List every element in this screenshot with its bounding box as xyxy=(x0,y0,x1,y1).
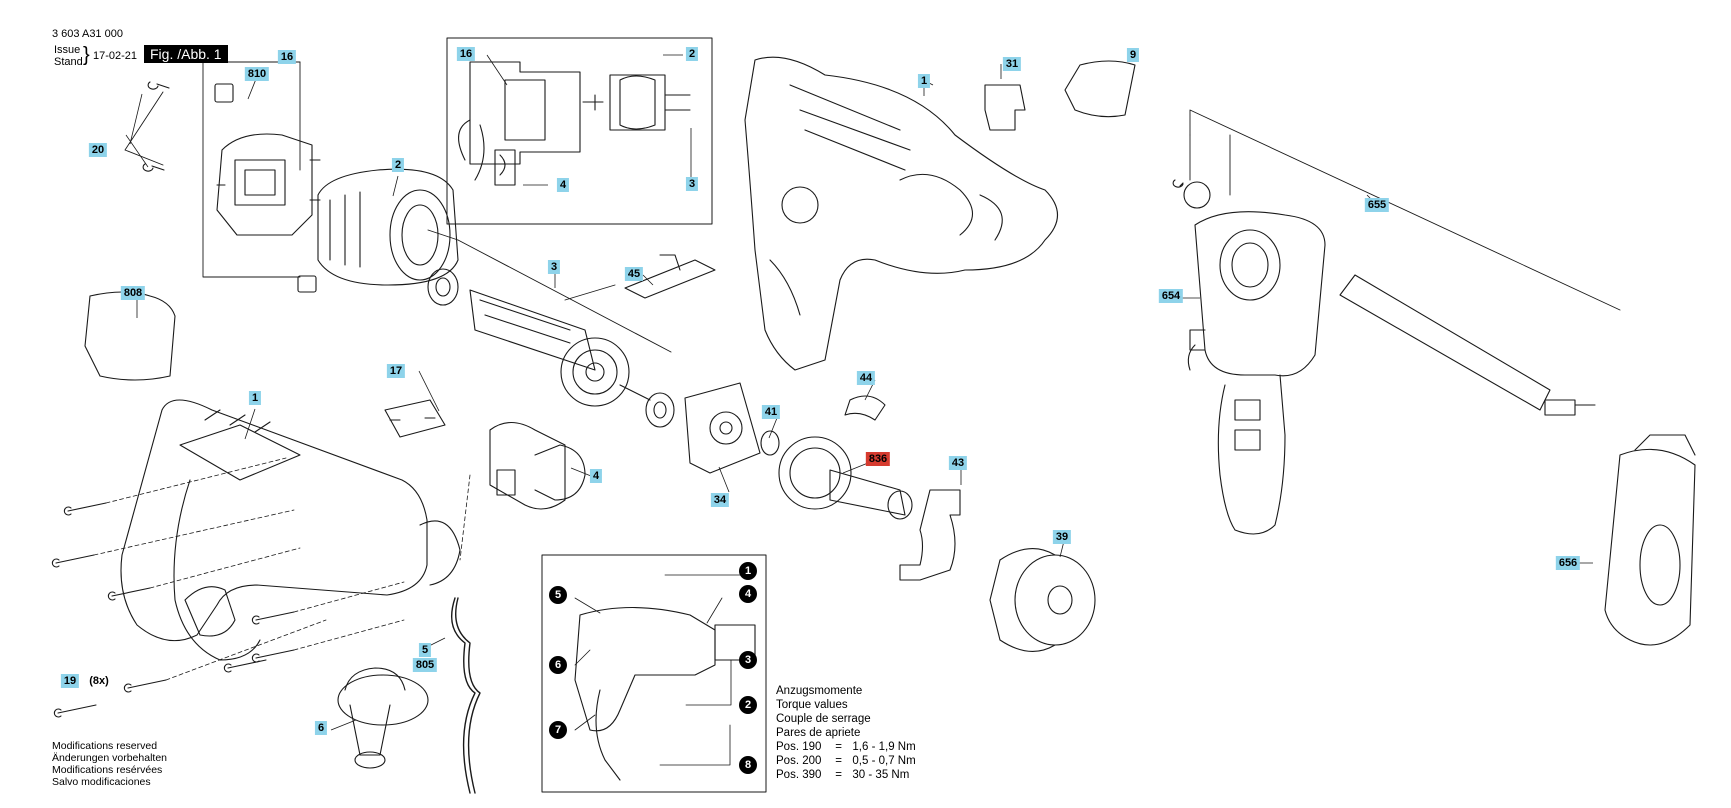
part-label-836-highlight: 836 xyxy=(865,452,891,466)
grommet-6-illustration xyxy=(337,667,429,769)
inset-label-4: 4 xyxy=(556,178,570,192)
drill-body-illustration xyxy=(120,399,461,661)
stand-label: Stand xyxy=(54,56,83,68)
modifications-notice: Modifications reserved Änderungen vorbeh… xyxy=(52,740,167,788)
part-label-6: 6 xyxy=(314,721,328,735)
screws-19-illustration xyxy=(51,502,295,718)
part-label-20: 20 xyxy=(88,143,108,157)
field-stator-illustration xyxy=(317,168,459,286)
torque-title-de: Anzugsmomente xyxy=(776,685,863,697)
figure-label: Fig. /Abb. 1 xyxy=(144,45,228,63)
brush-holder-illustration xyxy=(214,83,321,293)
torque-eq: = xyxy=(835,755,842,767)
torque-values-block: Anzugsmomente Torque values Couple de se… xyxy=(776,684,916,782)
torque-pos: Pos. 200 xyxy=(776,755,822,767)
wiring-inset-illustration xyxy=(458,61,691,186)
part-label-44: 44 xyxy=(856,371,876,385)
part-label-34: 34 xyxy=(710,493,730,507)
bearing-plate-illustration xyxy=(684,382,761,474)
filter-808-illustration xyxy=(84,291,176,381)
inset-label-3: 3 xyxy=(685,177,699,191)
part-label-805: 805 xyxy=(412,658,438,672)
torque-row: Pos. 390 = 30 - 35 Nm xyxy=(776,768,916,782)
brace-icon: } xyxy=(83,44,90,66)
notice-line-es: Salvo modificaciones xyxy=(52,776,151,788)
part-label-1-housing: 1 xyxy=(917,74,931,88)
torque-pos: Pos. 390 xyxy=(776,769,822,781)
position-callout-1: 1 xyxy=(739,562,757,580)
gear-spindle-illustration xyxy=(778,436,913,520)
part-label-4: 4 xyxy=(589,469,603,483)
part-label-654: 654 xyxy=(1158,289,1184,303)
part-label-810: 810 xyxy=(244,67,270,81)
part-label-43: 43 xyxy=(948,456,968,470)
armature-illustration xyxy=(427,268,675,428)
part-label-1-drill: 1 xyxy=(248,391,262,405)
part-17-illustration xyxy=(384,399,446,438)
position-callout-4: 4 xyxy=(739,585,757,603)
torque-row: Pos. 190 = 1,6 - 1,9 Nm xyxy=(776,740,916,754)
issue-label: Issue xyxy=(54,44,81,56)
part-label-31: 31 xyxy=(1002,57,1022,71)
position-callout-2: 2 xyxy=(739,696,757,714)
position-callout-5: 5 xyxy=(549,586,567,604)
cable-illustration xyxy=(451,597,476,794)
part-label-39: 39 xyxy=(1052,530,1072,544)
wiring-inset-frame xyxy=(446,37,713,225)
part-label-19: 19 xyxy=(60,674,80,688)
notice-line-fr: Modifications resérvées xyxy=(52,764,163,776)
inset-label-16: 16 xyxy=(456,47,476,61)
cover-45-illustration xyxy=(624,254,716,299)
part-label-808: 808 xyxy=(120,286,146,300)
part-label-3: 3 xyxy=(547,260,561,274)
notice-line-de: Änderungen vorbehalten xyxy=(52,752,168,764)
torque-value: 1,6 - 1,9 Nm xyxy=(852,741,916,753)
part-label-9: 9 xyxy=(1126,48,1140,62)
position-callout-3: 3 xyxy=(739,651,757,669)
inset-drill-illustration xyxy=(574,607,756,781)
chuck-39-illustration xyxy=(989,548,1096,652)
part-label-656: 656 xyxy=(1555,556,1581,570)
part-44-illustration xyxy=(844,395,886,421)
part-label-17: 17 xyxy=(386,364,406,378)
part-label-45: 45 xyxy=(624,267,644,281)
part-label-5: 5 xyxy=(418,643,432,657)
part-31-illustration xyxy=(984,84,1026,131)
position-callout-8: 8 xyxy=(739,756,757,774)
torque-title-en: Torque values xyxy=(776,699,848,711)
part-19-quantity: (8x) xyxy=(89,675,109,687)
torque-row: Pos. 200 = 0,5 - 0,7 Nm xyxy=(776,754,916,768)
notice-line-en: Modifications reserved xyxy=(52,740,158,752)
torque-value: 0,5 - 0,7 Nm xyxy=(852,755,916,767)
bearing-41-illustration xyxy=(760,430,780,456)
torque-value: 30 - 35 Nm xyxy=(852,769,910,781)
part-label-655: 655 xyxy=(1364,198,1390,212)
part-label-16: 16 xyxy=(277,50,297,64)
filter-9-illustration xyxy=(1064,60,1136,118)
torque-pos: Pos. 190 xyxy=(776,741,822,753)
position-callout-6: 6 xyxy=(549,656,567,674)
part-43-illustration xyxy=(899,489,961,581)
dust-extractor-illustration xyxy=(1172,179,1696,646)
position-callout-7: 7 xyxy=(549,721,567,739)
torque-title-fr: Couple de serrage xyxy=(776,713,871,725)
torque-title-es: Pares de apriete xyxy=(776,727,861,739)
inset-label-2: 2 xyxy=(685,47,699,61)
torque-eq: = xyxy=(835,741,842,753)
housing-half-illustration xyxy=(744,56,1059,371)
part-label-2: 2 xyxy=(391,158,405,172)
torque-eq: = xyxy=(835,769,842,781)
part-label-41: 41 xyxy=(761,405,781,419)
issue-date: 17-02-21 xyxy=(93,50,138,62)
screw-20-illustration xyxy=(142,81,170,172)
switch-4-illustration xyxy=(489,421,586,510)
drawing-number: 3 603 A31 000 xyxy=(52,28,123,40)
callout-inset-frame xyxy=(541,554,767,793)
